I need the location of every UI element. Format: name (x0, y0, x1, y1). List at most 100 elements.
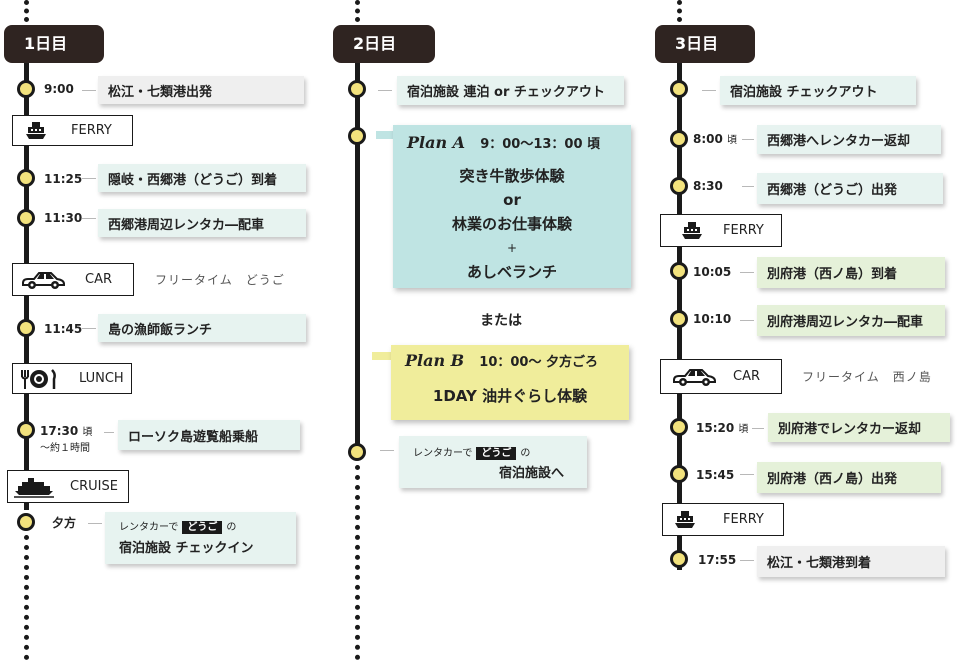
place-tag: どうご (182, 521, 223, 534)
transport-label: LUNCH (79, 371, 124, 386)
plan-b-title: Plan B (405, 351, 465, 370)
event-time: 17:30 (40, 424, 79, 438)
day1-line-dotted-bottom (24, 515, 29, 660)
ferry-box: FERRY (660, 214, 782, 247)
timeline-node (670, 262, 688, 280)
connector (376, 131, 394, 139)
timeline-node (348, 443, 366, 461)
connector (740, 474, 754, 475)
event-card: 西郷港（どうご）出発 (757, 173, 943, 204)
cruise-box: CRUISE (7, 470, 129, 503)
car-icon (661, 367, 727, 387)
card-text: の (226, 522, 237, 533)
plan-a-line: あしベランチ (466, 263, 557, 281)
event-time: 15:45 (696, 468, 735, 482)
plan-b-header: Plan B 10：00～ 夕方ごろ (405, 351, 629, 370)
transport-label: CRUISE (70, 479, 118, 494)
plan-a-line: + (506, 241, 518, 255)
event-card: 西郷港へレンタカー返却 (757, 125, 941, 154)
lunch-box: LUNCH (12, 363, 132, 394)
free-time-note: フリータイム 西ノ島 (802, 370, 932, 384)
card-line1: レンタカーでどうごの (413, 444, 587, 460)
day3-line-dotted-top (677, 0, 682, 22)
timeline-node (17, 209, 35, 227)
connector (82, 218, 96, 219)
card-line1: レンタカーでどうごの (119, 518, 296, 534)
event-card: 宿泊施設 連泊 or チェックアウト (397, 76, 624, 105)
transport-label: FERRY (723, 223, 764, 238)
timeline-node (670, 310, 688, 328)
connector (740, 560, 754, 561)
plan-a-title: Plan A (407, 133, 466, 152)
lunch-icon (13, 368, 65, 390)
timeline-node (17, 513, 35, 531)
connector (82, 328, 96, 329)
event-time: 8:00 (693, 132, 723, 146)
event-time: 11:30 (44, 211, 83, 225)
event-time: 11:45 (44, 322, 83, 336)
event-card: 別府港（西ノ島）出発 (757, 462, 941, 493)
connector (702, 90, 716, 91)
timeline-node (670, 550, 688, 568)
event-card: 別府港（西ノ島）到着 (757, 257, 945, 288)
day1-header: 1日目 (4, 25, 104, 63)
timeline-node (348, 80, 366, 98)
transport-label: CAR (733, 369, 761, 384)
ferry-box: FERRY (662, 503, 784, 536)
ferry-box: FERRY (12, 115, 133, 146)
connector (742, 186, 754, 187)
connector (742, 139, 754, 140)
timeline-node (670, 177, 688, 195)
car-icon (13, 270, 73, 290)
timeline-node (348, 127, 366, 145)
ship-icon (663, 510, 707, 530)
timeline-node (17, 421, 35, 439)
event-card: 別府港周辺レンタカ―配車 (757, 305, 945, 336)
free-time-note: フリータイム どうご (155, 273, 285, 287)
connector (380, 450, 394, 451)
event-card: ローソク島遊覧船乗船 (118, 420, 300, 450)
event-card: 松江・七類港到着 (757, 546, 945, 577)
event-time: 11:25 (44, 172, 83, 186)
timeline-node (17, 319, 35, 337)
timeline-node (670, 418, 688, 436)
event-time: 8:30 (693, 179, 723, 193)
cruise-ship-icon (8, 476, 60, 498)
connector (752, 428, 764, 429)
plan-b-time: 10：00～ 夕方ごろ (479, 355, 599, 370)
ship-icon (661, 221, 723, 241)
connector (740, 320, 754, 321)
event-time: 15:20 (696, 421, 735, 435)
event-card: 松江・七類港出発 (98, 76, 304, 104)
connector (88, 523, 102, 524)
timeline-node (670, 80, 688, 98)
connector (82, 90, 96, 91)
event-time-block: 15:20 頃 (696, 421, 748, 437)
event-time-block: 8:00 頃 (693, 132, 737, 148)
timeline-node (17, 169, 35, 187)
connector (82, 178, 96, 179)
event-time: 夕方 (52, 516, 77, 530)
connector (372, 352, 392, 360)
transport-label: FERRY (71, 123, 112, 138)
event-time: 10:10 (693, 312, 732, 326)
plan-b-card: Plan B 10：00～ 夕方ごろ 1DAY 油井ぐらし体験 (391, 345, 629, 420)
time-suffix: 頃 (738, 424, 749, 435)
or-label: または (480, 313, 522, 329)
plan-b-body: 1DAY 油井ぐらし体験 (432, 387, 588, 405)
connector (740, 272, 754, 273)
day2-header: 2日目 (333, 25, 435, 63)
day2-line-dotted-bottom (355, 455, 360, 660)
card-text: の (520, 448, 531, 459)
time-suffix: 頃 (82, 427, 93, 438)
card-text: レンタカーで (119, 522, 179, 533)
plan-a-line: 林業のお仕事体験 (451, 215, 572, 233)
day2-line-dotted-top (355, 0, 360, 22)
event-time: 10:05 (693, 265, 732, 279)
duration: ～約１時間 (40, 443, 90, 454)
event-card: レンタカーでどうごの 宿泊施設 チェックイン (105, 512, 296, 564)
car-box: CAR (660, 359, 782, 394)
timeline-node (670, 465, 688, 483)
event-time: 9:00 (44, 82, 74, 96)
event-card: 別府港でレンタカー返却 (768, 413, 950, 442)
